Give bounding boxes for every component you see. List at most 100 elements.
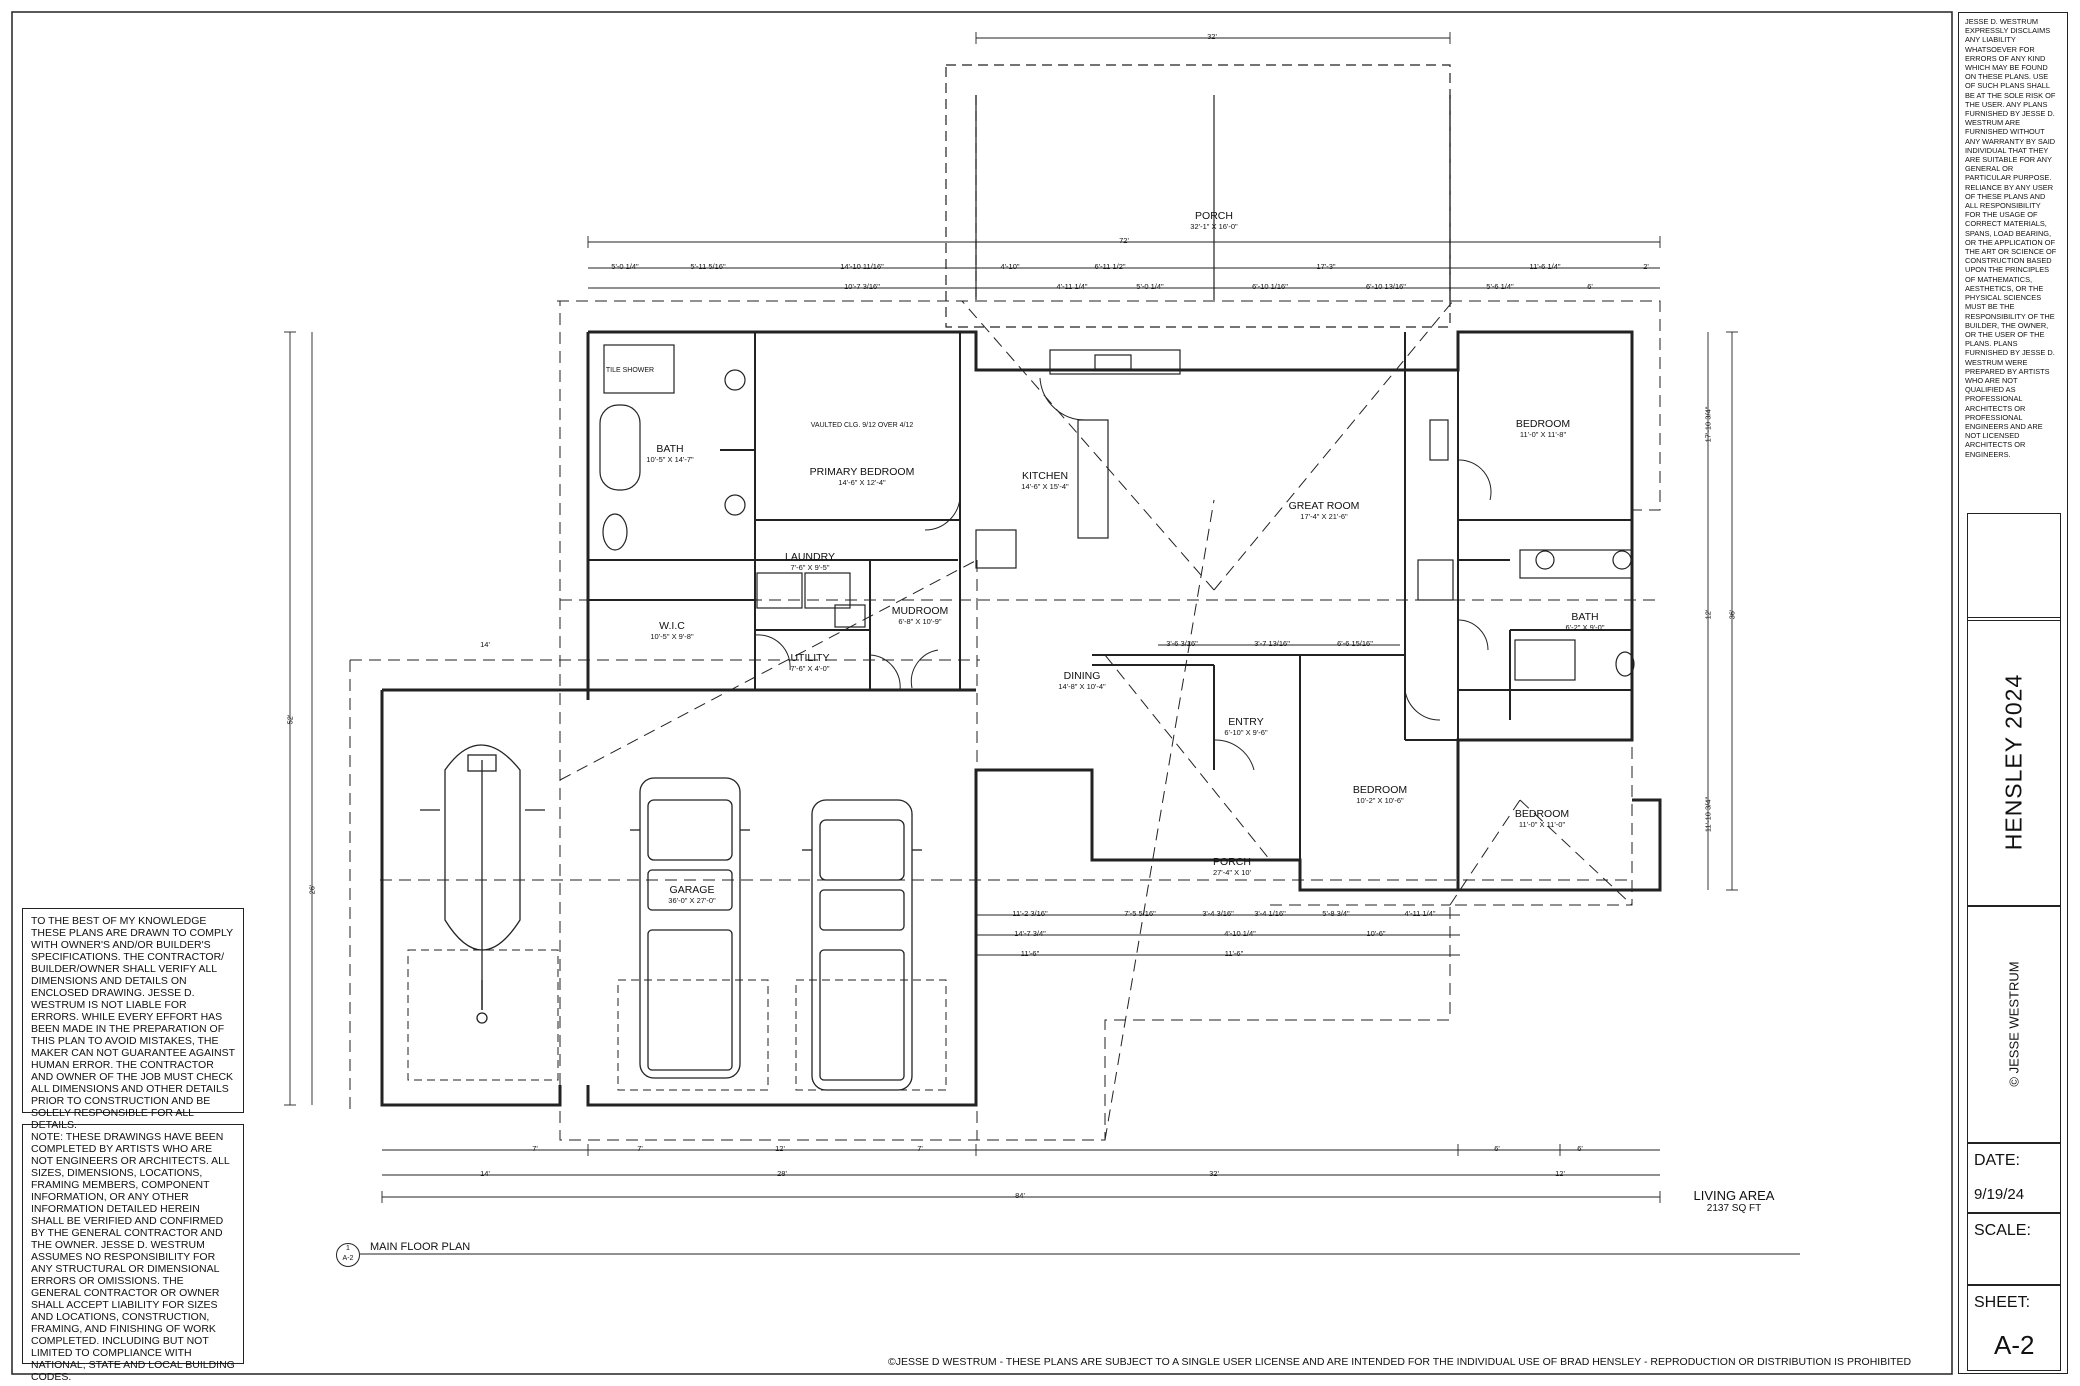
room-dims: 14'-8" X 10'-4" bbox=[1058, 682, 1106, 691]
room-dims: 27'-4" X 10' bbox=[1212, 868, 1252, 877]
truck-drawing bbox=[630, 777, 750, 1079]
room-label-wic: W.I.C 10'-5" X 9'-8" bbox=[650, 620, 693, 641]
dim-garage-left: 26' bbox=[307, 884, 317, 895]
dim-bottom: 6' bbox=[1494, 1144, 1500, 1153]
room-label-great-room: GREAT ROOM 17'-4" X 21'-6" bbox=[1289, 500, 1360, 521]
dim-porch: 4'-10 1/4" bbox=[1224, 929, 1256, 938]
room-label-dining: DINING 14'-8" X 10'-4" bbox=[1058, 670, 1105, 691]
room-dims: 14'-6" X 15'-4" bbox=[1021, 482, 1069, 491]
project-name: HENSLEY 2024 bbox=[2000, 673, 2027, 851]
room-label-kitchen: KITCHEN 14'-6" X 15'-4" bbox=[1021, 470, 1068, 491]
room-label-bedroom: BEDROOM 11'-0" X 11'-8" bbox=[1516, 418, 1570, 439]
vaulted-ceiling-label: VAULTED CLG. 9/12 OVER 4/12 bbox=[810, 422, 914, 429]
room-name: LAUNDRY bbox=[785, 551, 835, 563]
room-dims: 36'-0" X 27'-0" bbox=[668, 896, 716, 905]
dim-porch: 4'-11 1/4" bbox=[1404, 909, 1436, 918]
dim-bottom: 12' bbox=[775, 1144, 785, 1153]
room-label-utility: UTILITY 7'-6" X 4'-0" bbox=[790, 652, 829, 673]
room-name: BEDROOM bbox=[1515, 418, 1571, 430]
copyright-cell: © JESSE WESTRUM bbox=[1967, 905, 2061, 1143]
scale-cell: SCALE: bbox=[1967, 1213, 2061, 1285]
dim-porch: 11'-6" bbox=[1020, 949, 1040, 958]
dim-bottom: 14' bbox=[480, 1169, 490, 1178]
artists-note: NOTE: THESE DRAWINGS HAVE BEEN COMPLETED… bbox=[22, 1124, 244, 1383]
room-name: GARAGE bbox=[669, 884, 715, 896]
dim-seg: 5'-0 1/4" bbox=[1136, 282, 1164, 291]
living-area-value: 2137 SQ FT bbox=[1706, 1203, 1762, 1214]
room-dims: 10'-2" X 10'-6" bbox=[1356, 796, 1404, 805]
dim-top-overall: 32' bbox=[1207, 32, 1217, 41]
room-label-porch: PORCH 32'-1" X 16'-0" bbox=[1190, 210, 1237, 231]
dim-left-14: 14' bbox=[480, 640, 490, 649]
room-label-primary-bedroom: PRIMARY BEDROOM 14'-6" X 12'-4" bbox=[810, 466, 915, 487]
dim-seg: 6'-11 1/2" bbox=[1094, 262, 1126, 271]
room-name: UTILITY bbox=[790, 652, 830, 664]
room-name: BEDROOM bbox=[1352, 784, 1408, 796]
disclaimer-text: JESSE D. WESTRUM EXPRESSLY DISCLAIMS ANY… bbox=[1965, 17, 2057, 459]
title-block-blank-cell bbox=[1967, 513, 2061, 621]
dim-bottom: 28' bbox=[777, 1169, 787, 1178]
dim-seg: 5'-11 5/16" bbox=[690, 262, 726, 271]
room-label-bath: BATH 10'-5" X 14'-7" bbox=[646, 443, 693, 464]
dim-right: 11'-10 3/4" bbox=[1703, 796, 1713, 833]
room-name: PORCH bbox=[1195, 210, 1233, 222]
room-dims: 6'-2" X 9'-0" bbox=[1565, 623, 1605, 632]
date-label: DATE: bbox=[1974, 1152, 2020, 1169]
copyright-footer: ©JESSE D WESTRUM - THESE PLANS ARE SUBJE… bbox=[888, 1356, 1912, 1368]
room-label-entry: ENTRY 6'-10" X 9'-6" bbox=[1224, 716, 1267, 737]
dim-seg: 6'-10 13/16" bbox=[1366, 282, 1406, 291]
dim-entry: 6'-6 15/16" bbox=[1337, 639, 1373, 648]
exterior-walls bbox=[380, 330, 1662, 1107]
room-name: GREAT ROOM bbox=[1288, 500, 1360, 512]
dim-bottom: 32' bbox=[1209, 1169, 1219, 1178]
dim-seg: 10'-7 3/16" bbox=[844, 282, 880, 291]
boat-drawing bbox=[420, 744, 545, 1024]
living-area: LIVING AREA 2137 SQ FT bbox=[1694, 1188, 1775, 1214]
room-name: W.I.C bbox=[659, 620, 685, 632]
dim-bottom-overall: 84' bbox=[1015, 1191, 1025, 1200]
view-reference-bubble: 1 A-2 bbox=[336, 1243, 360, 1267]
tile-shower-label: TILE SHOWER bbox=[605, 367, 655, 374]
dimension-lines bbox=[289, 37, 1733, 1198]
room-name: DINING bbox=[1063, 670, 1101, 682]
dim-bottom: 6' bbox=[1577, 1144, 1583, 1153]
fixtures bbox=[599, 344, 1635, 681]
dim-left-overall: 52' bbox=[285, 714, 295, 725]
dim-entry: 3'-6 3/16" bbox=[1166, 639, 1198, 648]
dim-bottom: 7' bbox=[917, 1144, 923, 1153]
dim-porch: 14'-7 3/4" bbox=[1014, 929, 1046, 938]
porch-posts bbox=[975, 95, 1451, 300]
room-dims: 6'-10" X 9'-6" bbox=[1224, 728, 1268, 737]
room-label-mudroom: MUDROOM 6'-8" X 10'-9" bbox=[892, 605, 949, 626]
date-cell: DATE: 9/19/24 bbox=[1967, 1143, 2061, 1213]
room-dims: 11'-0" X 11'-0" bbox=[1518, 820, 1566, 829]
sheet-label: SHEET: bbox=[1974, 1294, 2031, 1311]
interior-walls bbox=[588, 332, 1632, 860]
truck-drawing bbox=[802, 799, 922, 1091]
room-label-garage: GARAGE 36'-0" X 27'-0" bbox=[668, 884, 715, 905]
date-value: 9/19/24 bbox=[1974, 1186, 2025, 1203]
title-block: JESSE D. WESTRUM EXPRESSLY DISCLAIMS ANY… bbox=[1958, 12, 2068, 1374]
dim-bottom: 7' bbox=[637, 1144, 643, 1153]
room-dims: 10'-5" X 9'-8" bbox=[650, 632, 694, 641]
view-ref-sheet: A-2 bbox=[342, 1255, 354, 1262]
dim-right: 17'-10 3/4" bbox=[1703, 406, 1713, 443]
dim-porch: 5'-8 3/4" bbox=[1322, 909, 1350, 918]
room-name: PRIMARY BEDROOM bbox=[809, 466, 915, 478]
room-dims: 6'-8" X 10'-9" bbox=[898, 617, 942, 626]
dim-seg: 6' bbox=[1587, 282, 1593, 291]
room-name: KITCHEN bbox=[1021, 470, 1069, 482]
room-label-front-porch: PORCH 27'-4" X 10' bbox=[1213, 856, 1251, 877]
door-swings bbox=[754, 377, 1492, 771]
knowledge-note: TO THE BEST OF MY KNOWLEDGE THESE PLANS … bbox=[22, 908, 244, 1131]
dim-porch: 10'-6" bbox=[1366, 929, 1386, 938]
room-dims: 7'-6" X 4'-0" bbox=[790, 664, 830, 673]
dim-seg: 5'-6 1/4" bbox=[1486, 282, 1514, 291]
room-label-bath-2: BATH 6'-2" X 9'-0" bbox=[1565, 611, 1604, 632]
dim-entry: 3'-7 13/16" bbox=[1254, 639, 1290, 648]
dim-porch: 11'-2 3/16" bbox=[1012, 909, 1048, 918]
room-name: ENTRY bbox=[1228, 716, 1264, 728]
room-label-bedroom-3: BEDROOM 11'-0" X 11'-0" bbox=[1515, 808, 1569, 829]
room-name: PORCH bbox=[1213, 856, 1251, 868]
dimension-ticks bbox=[284, 32, 1738, 1203]
